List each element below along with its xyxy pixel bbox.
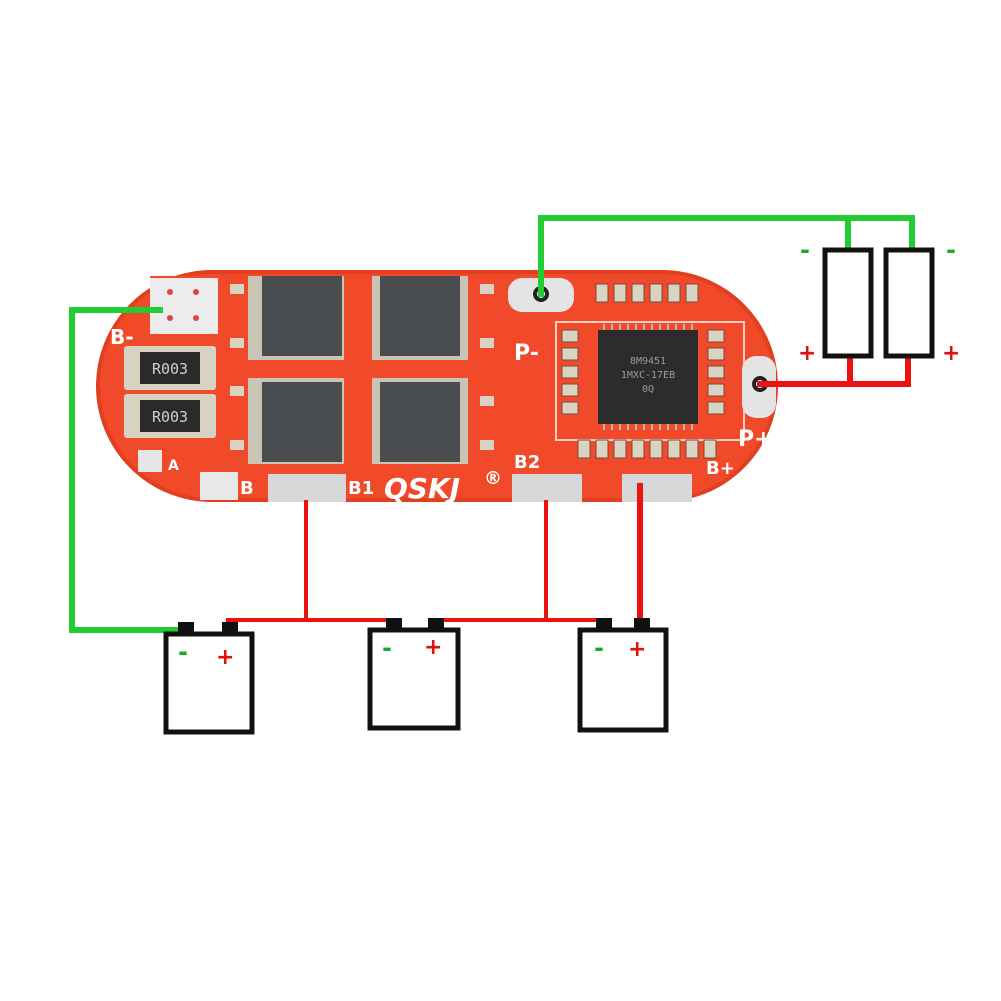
load-right-plus: + <box>942 341 960 366</box>
brand-registered-mark: ® <box>484 468 502 489</box>
mosfet-body <box>380 276 460 356</box>
pad-dot <box>167 289 173 295</box>
smd-components <box>561 283 725 459</box>
resistor-top <box>140 400 200 432</box>
wire-p-minus <box>538 215 915 297</box>
b-minus-pad <box>150 278 218 334</box>
load-cell-left <box>822 247 874 359</box>
cell-body <box>367 627 461 731</box>
wiring <box>69 215 915 633</box>
cell-minus-sign: - <box>382 634 392 662</box>
pin <box>230 284 244 294</box>
mosfet-pins <box>230 284 494 450</box>
battery-cell-1: - + <box>163 622 255 735</box>
ic-chip <box>598 330 698 424</box>
b-minus-pad-body <box>150 278 218 334</box>
ic-marking-2: 1MXC-17EB <box>621 370 675 381</box>
pin <box>480 284 494 294</box>
mosfet-4 <box>372 378 468 464</box>
load-left-plus: + <box>798 341 816 366</box>
pin <box>230 386 244 396</box>
pad-dot <box>167 315 173 321</box>
label-a: A <box>168 458 179 474</box>
mosfet-array <box>230 276 494 464</box>
cell-plus-sign: + <box>628 637 646 662</box>
cell-body <box>163 631 255 735</box>
cell-plus-sign: + <box>424 635 442 660</box>
sense-resistor-2: R003 <box>124 394 216 438</box>
battery-cell-3: - + <box>577 618 669 733</box>
pin <box>480 396 494 406</box>
ic-marking-3: 0Q <box>642 384 654 395</box>
pad-dot <box>193 315 199 321</box>
test-pad-a <box>138 450 162 472</box>
mosfet-1 <box>248 276 344 360</box>
ic-pins <box>603 324 693 430</box>
load-left-minus: - <box>800 236 810 264</box>
mosfet-body <box>262 276 342 356</box>
label-b-plus: B+ <box>706 458 735 479</box>
label-b: B <box>240 478 254 499</box>
cell-plus-sign: + <box>216 645 234 670</box>
protection-ic-area: 8M9451 1MXC-17EB 0Q <box>555 283 745 459</box>
pad-dot <box>193 289 199 295</box>
cell-body <box>577 627 669 733</box>
sense-resistor-1: R003 <box>124 346 216 390</box>
pad-b <box>200 472 238 500</box>
label-b2: B2 <box>514 452 540 473</box>
cell-minus-sign: - <box>178 638 188 666</box>
pin <box>230 338 244 348</box>
load-cells: - - + + <box>798 236 960 366</box>
mosfet-body <box>262 382 342 462</box>
load-right-minus: - <box>946 236 956 264</box>
ic-marking-1: 8M9451 <box>630 356 666 367</box>
resistor-top <box>140 352 200 384</box>
bottom-pads <box>200 472 692 502</box>
label-b-minus: B- <box>110 325 134 349</box>
pin <box>480 338 494 348</box>
label-b1: B1 <box>348 478 374 499</box>
pin <box>230 440 244 450</box>
pad-b1 <box>268 474 346 502</box>
pad-b-plus <box>622 474 692 502</box>
label-p-minus: P- <box>514 341 539 366</box>
mosfet-body <box>380 382 460 462</box>
resistor-code: R003 <box>152 360 188 378</box>
label-p-plus: P+ <box>738 427 773 452</box>
load-cell-right <box>883 247 935 359</box>
mosfet-3 <box>248 378 344 464</box>
pin <box>480 440 494 450</box>
mosfet-2 <box>372 276 468 360</box>
wire-p-plus <box>757 355 911 387</box>
pad-b2 <box>512 474 582 502</box>
brand-logo: QSKJ <box>384 472 460 505</box>
wire-b-minus <box>69 307 183 633</box>
resistor-code: R003 <box>152 408 188 426</box>
battery-cell-2: - + <box>367 618 461 731</box>
cell-minus-sign: - <box>594 634 604 662</box>
